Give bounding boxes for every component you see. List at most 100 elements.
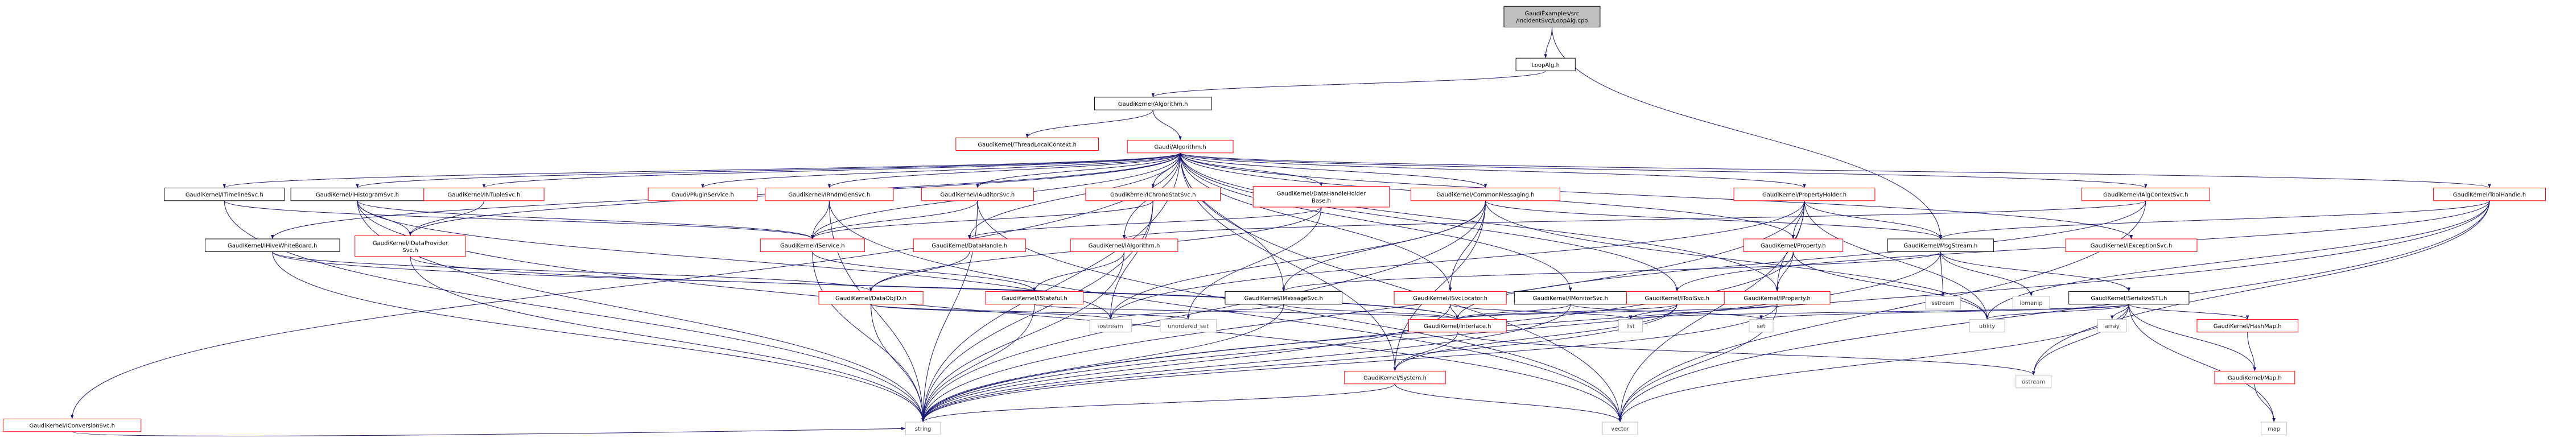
node-box <box>1085 187 1221 201</box>
include-edge <box>1629 304 2129 320</box>
include-edge <box>812 251 925 423</box>
include-edge <box>1618 200 2490 423</box>
node-box <box>204 238 340 252</box>
node-algorithm[interactable]: GaudiKernel/Algorithm.h <box>1094 97 1212 110</box>
node-threadlocal[interactable]: GaudiKernel/ThreadLocalContext.h <box>955 137 1099 151</box>
include-edge <box>1180 152 1397 371</box>
node-intuple[interactable]: GaudiKernel/INTupleSvc.h <box>423 187 545 201</box>
node-ihivewhiteboard[interactable]: GaudiKernel/IHiveWhiteBoard.h <box>204 238 340 252</box>
node-label: iomanip <box>2019 300 2042 307</box>
node-imessage[interactable]: GaudiKernel/IMessageSvc.h <box>1225 291 1343 305</box>
include-edge <box>1939 200 2490 239</box>
node-root[interactable]: GaudiExamples/src/IncidentSvc/LoopAlg.cp… <box>1503 6 1601 28</box>
include-edge <box>1180 152 1452 292</box>
node-label: string <box>915 426 932 432</box>
node-box <box>2097 319 2127 333</box>
node-toolhandle[interactable]: GaudiKernel/ToolHandle.h <box>2433 187 2546 201</box>
include-edge <box>827 152 1181 188</box>
include-edge <box>1152 110 1182 141</box>
node-box <box>2214 370 2295 385</box>
node-irndmgen[interactable]: GaudiKernel/IRndmGenSvc.h <box>765 187 894 201</box>
node-box <box>1411 187 1561 201</box>
node-ialgcontext[interactable]: GaudiKernel/IAlgContextSvc.h <box>2081 187 2211 201</box>
include-edge <box>871 304 1190 320</box>
include-edge <box>869 251 970 292</box>
node-iauditor[interactable]: GaudiKernel/IAuditorSvc.h <box>921 187 1034 201</box>
node-iconversion[interactable]: GaudiKernel/IConversionSvc.h <box>3 418 142 432</box>
node-propertyholder[interactable]: GaudiKernel/PropertyHolder.h <box>1733 187 1876 201</box>
node-interface[interactable]: GaudiKernel/Interface.h <box>1408 319 1507 333</box>
node-pluginsvc[interactable]: Gaudi/PluginService.h <box>648 187 758 201</box>
node-box <box>760 238 865 252</box>
node-hashmap[interactable]: GaudiKernel/HashMap.h <box>2196 319 2298 333</box>
include-edge <box>921 304 1571 423</box>
node-box <box>1408 319 1507 333</box>
include-edge <box>224 200 814 239</box>
node-label: map <box>2268 426 2280 432</box>
node-map-h[interactable]: GaudiKernel/Map.h <box>2214 370 2295 385</box>
node-itimeline[interactable]: GaudiKernel/ITimelineSvc.h <box>164 187 285 201</box>
node-label: unordered_set <box>1168 324 1209 330</box>
node-box <box>1344 370 1446 385</box>
include-edge <box>1940 251 2033 296</box>
include-edge <box>2031 200 2490 375</box>
node-datahandle[interactable]: GaudiKernel/DataHandle.h <box>913 238 1026 252</box>
include-edge <box>409 200 484 236</box>
node-label: sstream <box>1931 300 1954 307</box>
include-edge <box>1180 152 1487 188</box>
node-ialgorithm[interactable]: GaudiKernel/IAlgorithm.h <box>1070 238 1178 252</box>
include-edge <box>482 152 1181 188</box>
include-edge <box>2254 383 2276 423</box>
node-dataobjid[interactable]: GaudiKernel/DataObjID.h <box>818 291 924 305</box>
include-edge <box>2128 304 2276 423</box>
node-box <box>1618 319 1643 333</box>
node-box <box>2016 374 2052 389</box>
include-edge <box>1940 251 2131 292</box>
include-edge <box>272 251 1459 320</box>
node-label: GaudiKernel/IAlgContextSvc.h <box>2103 192 2188 199</box>
include-edge <box>410 256 925 423</box>
node-label: GaudiKernel/IHistogramSvc.h <box>316 192 399 199</box>
node-property[interactable]: GaudiKernel/Property.h <box>1743 238 1844 252</box>
include-edge <box>1985 200 2490 320</box>
node-vector: vector <box>1602 422 1638 435</box>
node-box <box>2065 238 2198 252</box>
node-box <box>905 422 941 435</box>
node-box <box>1225 291 1343 305</box>
node-box <box>985 291 1084 305</box>
node-iostream: iostream <box>1089 319 1132 333</box>
node-itoolsvc[interactable]: GaudiKernel/IToolSvc.h <box>1626 291 1728 305</box>
node-system[interactable]: GaudiKernel/System.h <box>1344 370 1446 385</box>
node-imonitor[interactable]: GaudiKernel/IMonitorSvc.h <box>1514 291 1627 305</box>
node-ihistogram[interactable]: GaudiKernel/IHistogramSvc.h <box>290 187 424 201</box>
include-edge <box>72 427 906 436</box>
node-box <box>1724 291 1831 305</box>
node-ichrono[interactable]: GaudiKernel/IChronoStatSvc.h <box>1085 187 1221 201</box>
include-edge <box>1180 152 1806 188</box>
node-commonmsg[interactable]: GaudiKernel/CommonMessaging.h <box>1411 187 1561 201</box>
node-iproperty[interactable]: GaudiKernel/IProperty.h <box>1724 291 1831 305</box>
node-label: GaudiKernel/Algorithm.h <box>1118 101 1188 108</box>
include-edge <box>829 200 925 423</box>
node-box <box>921 187 1034 201</box>
node-galgorithm[interactable]: Gaudi/Algorithm.h <box>1127 139 1234 154</box>
node-utility: utility <box>1969 319 2005 333</box>
include-edge <box>1940 251 1945 296</box>
node-box <box>1749 319 1774 333</box>
include-edge <box>1180 152 2491 188</box>
node-box <box>2068 291 2190 305</box>
node-label: GaudiKernel/IExceptionSvc.h <box>2091 243 2173 249</box>
node-msgstream[interactable]: GaudiKernel/MsgStream.h <box>1887 238 1994 252</box>
node-istateful[interactable]: GaudiKernel/IStateful.h <box>985 291 1084 305</box>
node-loopalg[interactable]: LoopAlg.h <box>1515 57 1576 72</box>
node-isvclocator[interactable]: GaudiKernel/ISvcLocator.h <box>1394 291 1507 305</box>
node-serializestl[interactable]: GaudiKernel/SerializeSTL.h <box>2068 291 2190 305</box>
node-iservice[interactable]: GaudiKernel/IService.h <box>760 238 865 252</box>
include-edge <box>1456 304 1778 320</box>
node-box <box>1394 291 1507 305</box>
include-edge <box>871 304 1112 320</box>
node-iexception[interactable]: GaudiKernel/IExceptionSvc.h <box>2065 238 2198 252</box>
include-edge <box>1180 152 1572 292</box>
